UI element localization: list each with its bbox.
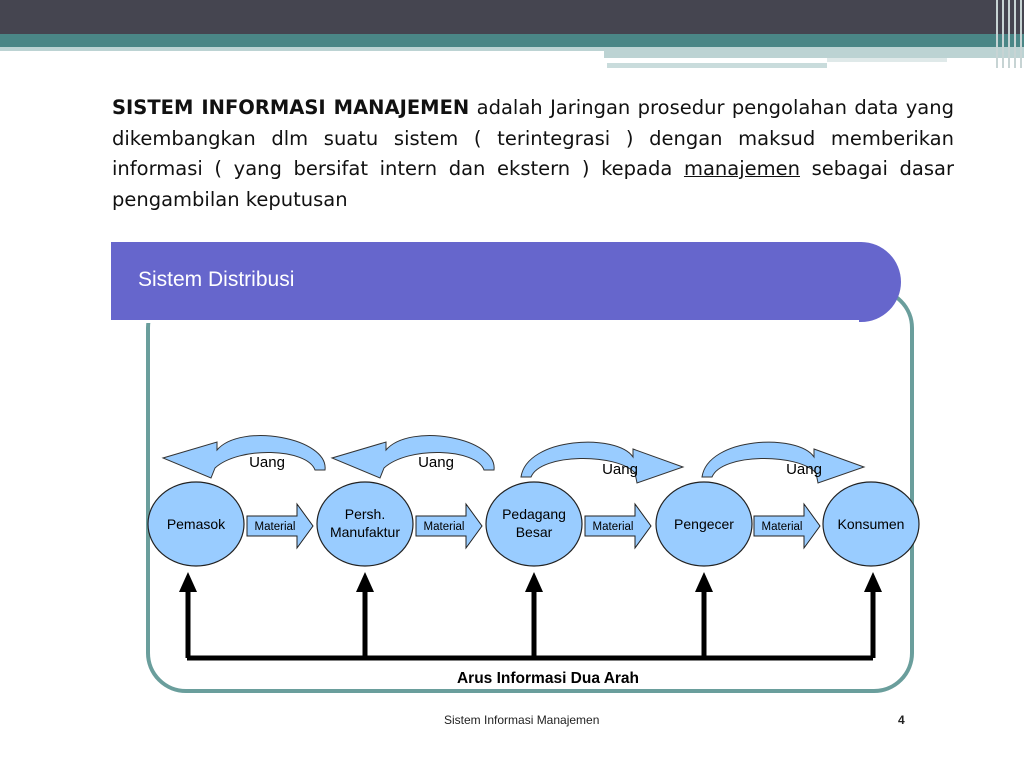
definition-paragraph: SISTEM INFORMASI MANAJEMEN adalah Jaring… <box>112 93 954 215</box>
footer-title: Sistem Informasi Manajemen <box>444 713 600 727</box>
manajemen-link[interactable]: manajemen <box>683 157 800 180</box>
node-label: Konsumen <box>838 516 905 532</box>
node-pengecer <box>655 481 753 567</box>
material-label: Material <box>424 521 465 533</box>
panel-header-rule <box>111 320 859 323</box>
accent-band-light <box>607 63 827 68</box>
money-label: Uang <box>786 461 822 478</box>
node-label: Besar <box>516 524 553 540</box>
panel-header <box>111 242 901 322</box>
node-pemasok <box>147 481 245 567</box>
money-flow-arrow <box>701 441 866 484</box>
material-arrow <box>246 502 314 550</box>
material-label: Material <box>593 521 634 533</box>
definition-text-end: sebagai dasar pengambilan keputusan <box>112 157 954 211</box>
node-pedagang <box>485 481 583 567</box>
info-flow-arrowhead <box>356 572 374 592</box>
material-arrow <box>584 502 652 550</box>
money-label: Uang <box>602 461 638 478</box>
info-flow-arrowhead <box>864 572 882 592</box>
page-number: 4 <box>898 713 905 727</box>
material-arrow <box>415 502 483 550</box>
accent-band-light <box>827 58 947 62</box>
money-flow-arrow <box>520 441 685 484</box>
node-label: Pemasok <box>167 516 226 532</box>
top-bar <box>0 0 1024 34</box>
info-flow-arrowhead <box>179 572 197 592</box>
info-flow-arrowhead <box>695 572 713 592</box>
node-manufaktur <box>316 481 414 567</box>
material-arrow <box>753 502 821 550</box>
money-label: Uang <box>418 454 454 471</box>
node-label: Pedagang <box>502 506 566 522</box>
node-konsumen <box>822 481 920 567</box>
accent-band-light <box>0 47 604 51</box>
node-label: Manufaktur <box>330 524 400 540</box>
info-flow-label: Arus Informasi Dua Arah <box>457 670 639 687</box>
money-flow-arrow <box>161 435 326 479</box>
definition-text: adalah Jaringan prosedur pengolahan data… <box>112 96 954 180</box>
node-label: Pengecer <box>674 516 734 532</box>
panel-title: Sistem Distribusi <box>138 268 295 291</box>
node-label: Persh. <box>345 506 385 522</box>
material-label: Material <box>762 521 803 533</box>
material-label: Material <box>255 521 296 533</box>
info-flow-arrowhead <box>525 572 543 592</box>
accent-band-light <box>604 47 1024 58</box>
term-sim: SISTEM INFORMASI MANAJEMEN <box>112 96 470 119</box>
accent-band <box>0 34 1024 47</box>
decor-stripes <box>992 0 1024 68</box>
money-label: Uang <box>249 454 285 471</box>
money-flow-arrow <box>330 435 495 479</box>
